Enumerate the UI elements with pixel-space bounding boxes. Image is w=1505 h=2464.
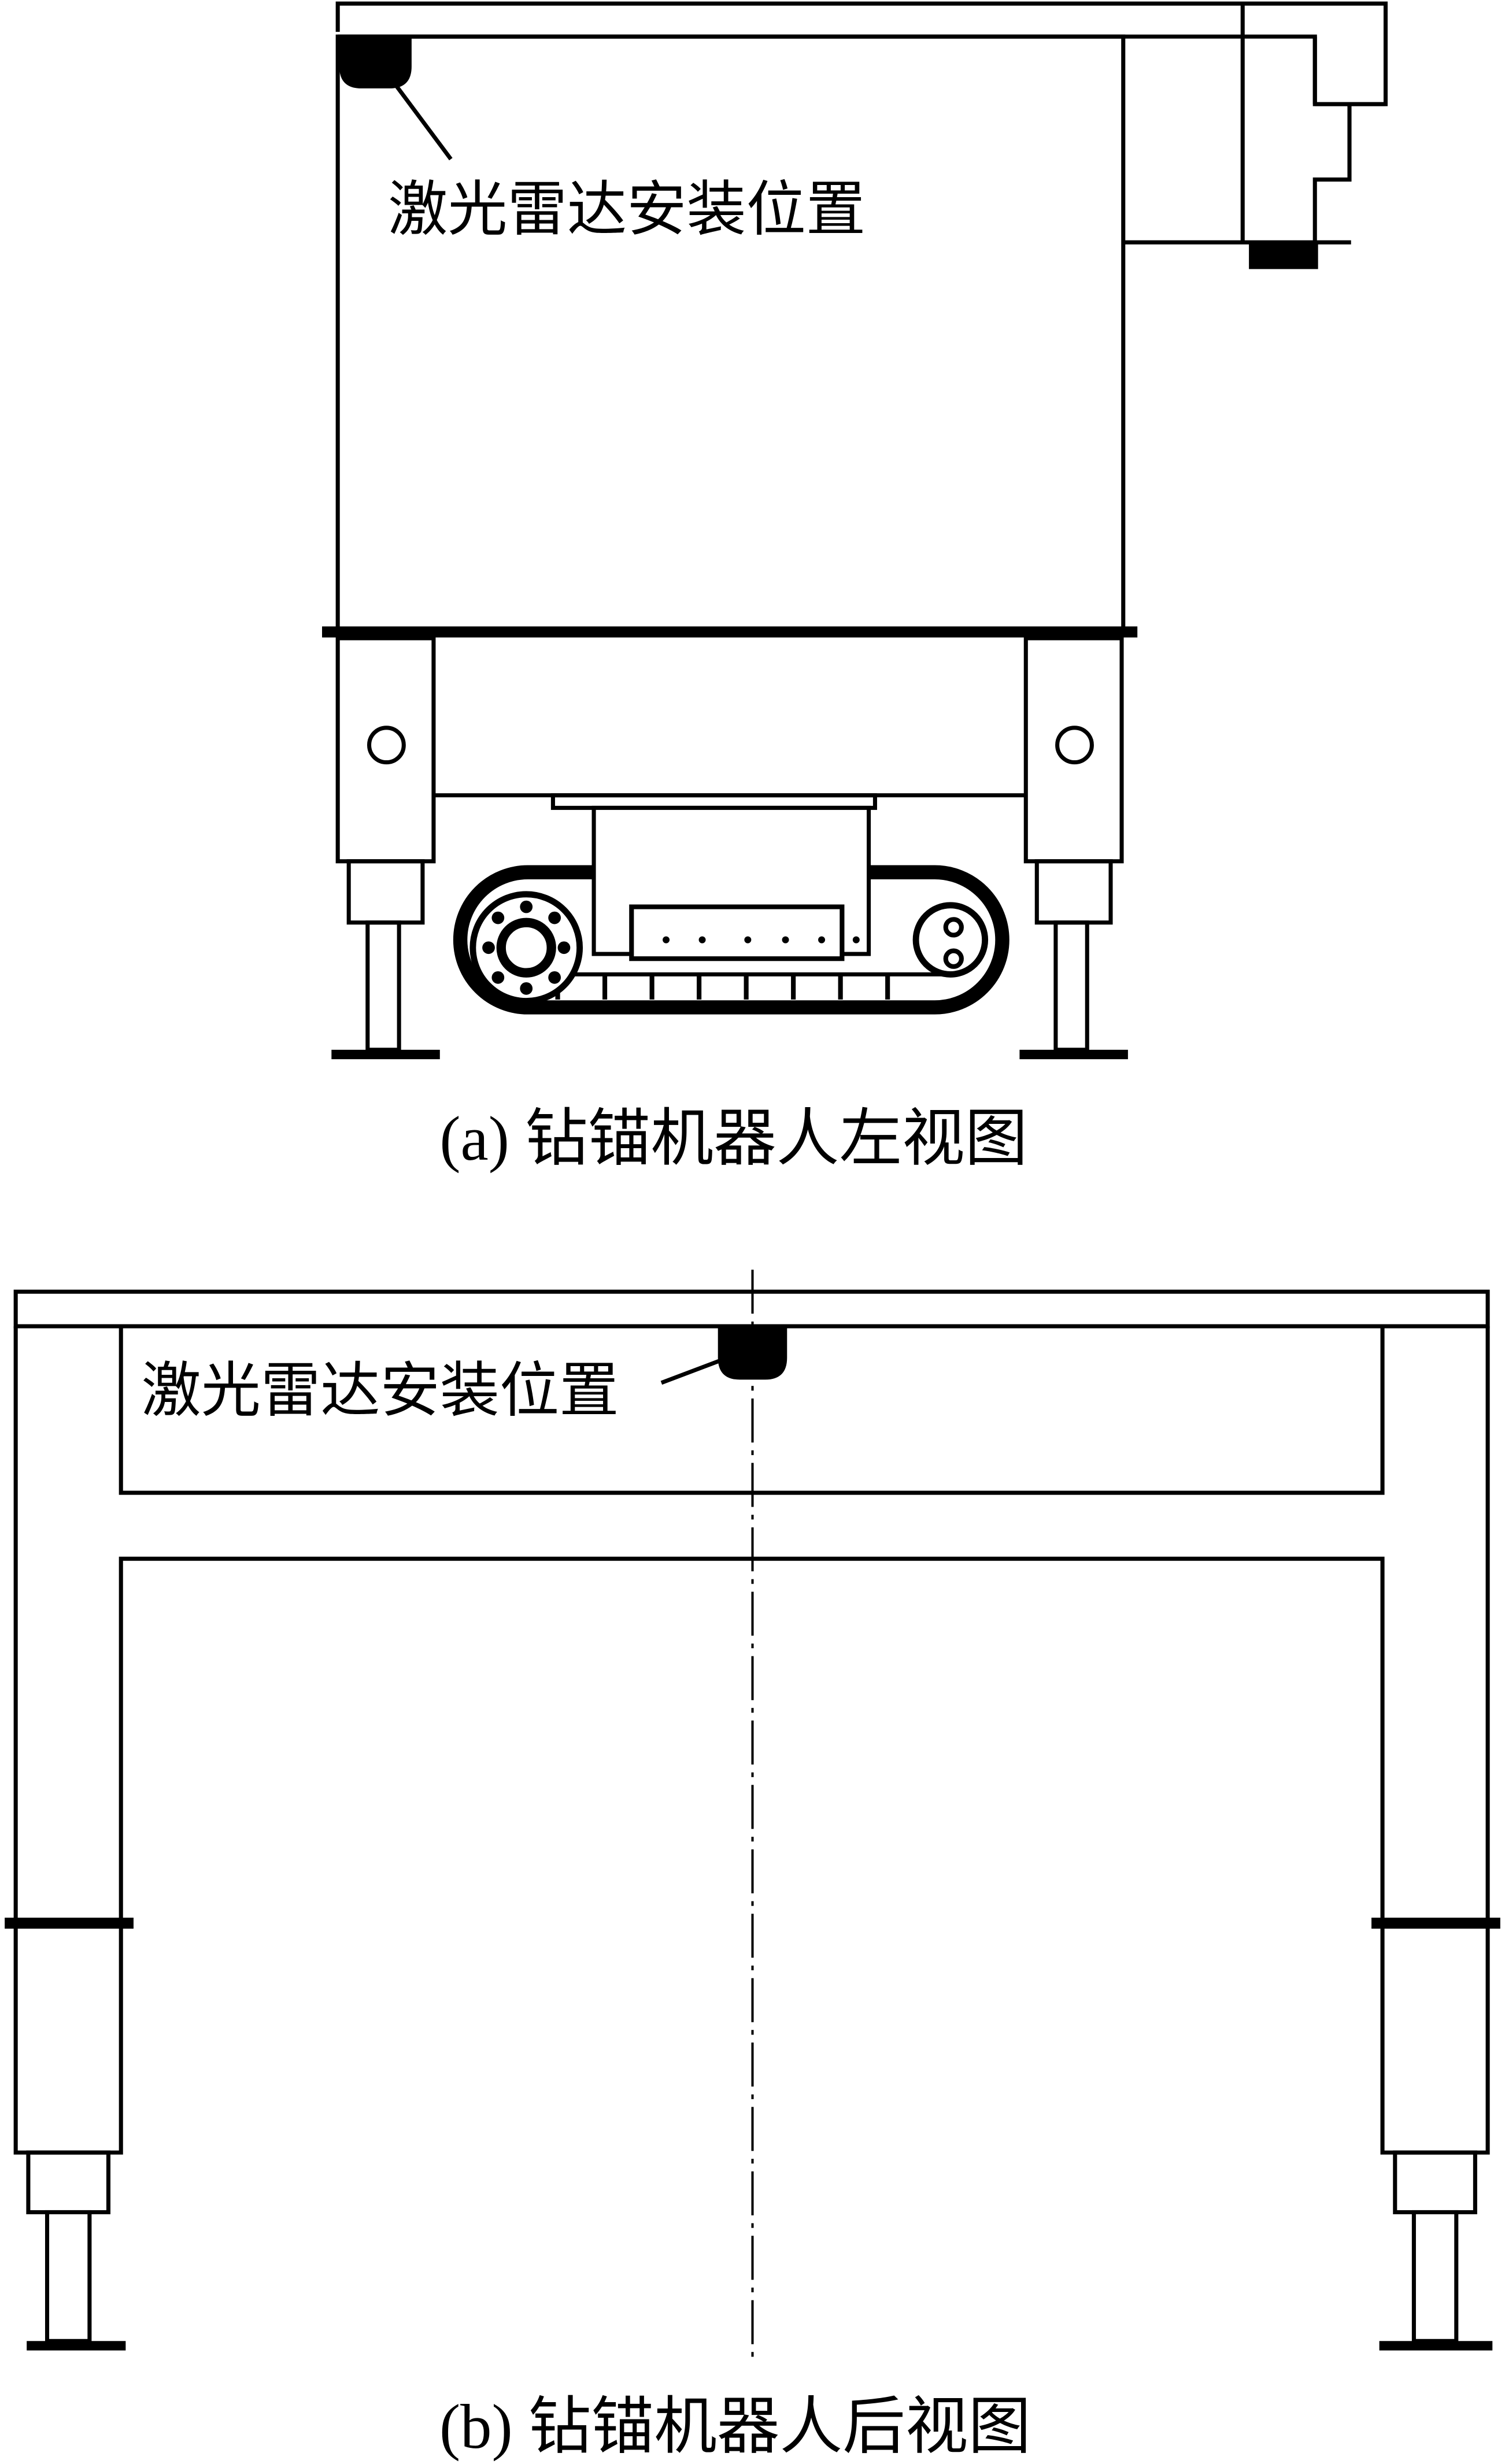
lidar-label-b: 激光雷达安装位置 <box>142 1356 619 1426</box>
leader-line <box>394 84 453 161</box>
lidar-dome-b <box>718 1326 787 1380</box>
left-view-drawing: 激光雷达安装位置 <box>322 1 1388 1060</box>
lidar-label-a: 激光雷达安装位置 <box>388 175 866 244</box>
main-body <box>335 34 1126 631</box>
sensor-block <box>1249 242 1318 269</box>
caption-a: (a) 钻锚机器人左视图 <box>439 1104 1027 1174</box>
rear-view-drawing: 激光雷达安装位置 <box>5 1270 1500 2357</box>
caption-b: (b) 钻锚机器人后视图 <box>439 2392 1031 2462</box>
lidar-dome <box>339 38 412 88</box>
